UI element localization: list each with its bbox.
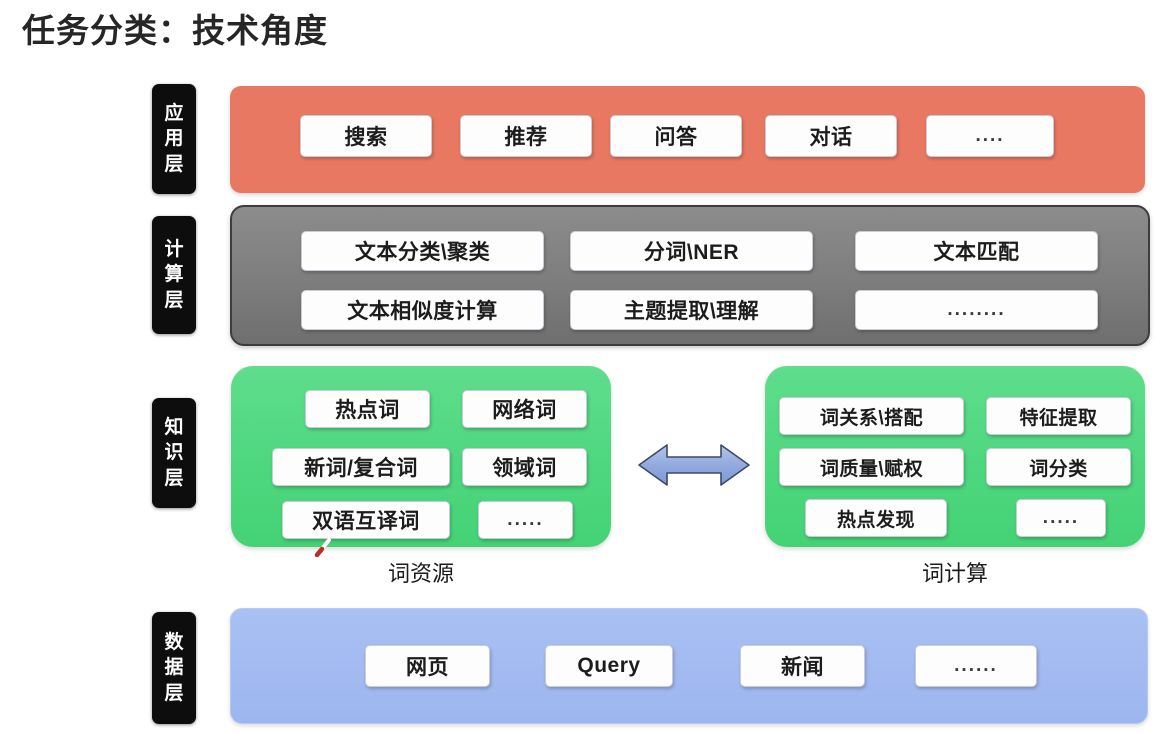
knowledge-item-word-classification[interactable]: 词分类	[986, 448, 1131, 486]
layer-tag-compute: 计 算 层	[152, 216, 196, 334]
layer-tag-char: 据	[164, 657, 184, 679]
layer-tag-char: 层	[164, 153, 184, 175]
app-item-recommend[interactable]: 推荐	[460, 115, 592, 157]
compute-item-topic-extraction-understanding[interactable]: 主题提取\理解	[570, 290, 813, 330]
knowledge-item-right-more[interactable]: .....	[1016, 499, 1106, 537]
app-item-search[interactable]: 搜索	[300, 115, 432, 157]
compute-item-more[interactable]: ........	[855, 290, 1098, 330]
layer-tag-application: 应 用 层	[152, 84, 196, 194]
data-item-more[interactable]: ......	[915, 645, 1037, 687]
app-item-more[interactable]: ....	[926, 115, 1054, 157]
compute-item-segmentation-ner[interactable]: 分词\NER	[570, 231, 813, 271]
layer-tag-char: 知	[164, 417, 184, 439]
knowledge-item-left-more[interactable]: .....	[478, 501, 573, 539]
annotation-tick-icon	[314, 536, 336, 558]
layer-tag-char: 层	[164, 682, 184, 704]
knowledge-item-new-compound-words[interactable]: 新词/复合词	[272, 448, 450, 486]
layer-tag-data: 数 据 层	[152, 612, 196, 724]
layer-tag-char: 层	[164, 467, 184, 489]
compute-item-text-classification-clustering[interactable]: 文本分类\聚类	[301, 231, 544, 271]
knowledge-right-caption: 词计算	[921, 561, 988, 586]
knowledge-item-hot-words[interactable]: 热点词	[305, 390, 430, 428]
knowledge-item-hotspot-discovery[interactable]: 热点发现	[805, 499, 947, 537]
app-item-dialogue[interactable]: 对话	[765, 115, 897, 157]
knowledge-left-caption: 词资源	[387, 561, 454, 586]
layer-tag-char: 识	[164, 442, 184, 464]
knowledge-item-internet-words[interactable]: 网络词	[462, 390, 587, 428]
layer-tag-char: 层	[164, 289, 184, 311]
compute-item-text-matching[interactable]: 文本匹配	[855, 231, 1098, 271]
page-title: 任务分类：技术角度	[22, 12, 328, 49]
layer-tag-char: 数	[164, 632, 184, 654]
layer-tag-char: 计	[164, 239, 184, 261]
layer-tag-char: 应	[164, 103, 184, 125]
knowledge-item-feature-extraction[interactable]: 特征提取	[986, 397, 1131, 435]
data-item-webpage[interactable]: 网页	[365, 645, 490, 687]
app-item-qa[interactable]: 问答	[610, 115, 742, 157]
data-item-news[interactable]: 新闻	[740, 645, 865, 687]
knowledge-item-domain-words[interactable]: 领域词	[462, 448, 587, 486]
knowledge-item-word-relation-collocation[interactable]: 词关系\搭配	[779, 397, 964, 435]
bidirectional-arrow-icon	[637, 441, 751, 489]
knowledge-item-bilingual-translation-words[interactable]: 双语互译词	[282, 501, 450, 539]
compute-item-text-similarity[interactable]: 文本相似度计算	[301, 290, 544, 330]
layer-tag-char: 算	[164, 264, 184, 286]
knowledge-item-word-quality-weighting[interactable]: 词质量\赋权	[779, 448, 964, 486]
layer-tag-char: 用	[164, 128, 184, 150]
layer-tag-knowledge: 知 识 层	[152, 398, 196, 508]
data-item-query[interactable]: Query	[545, 645, 673, 687]
